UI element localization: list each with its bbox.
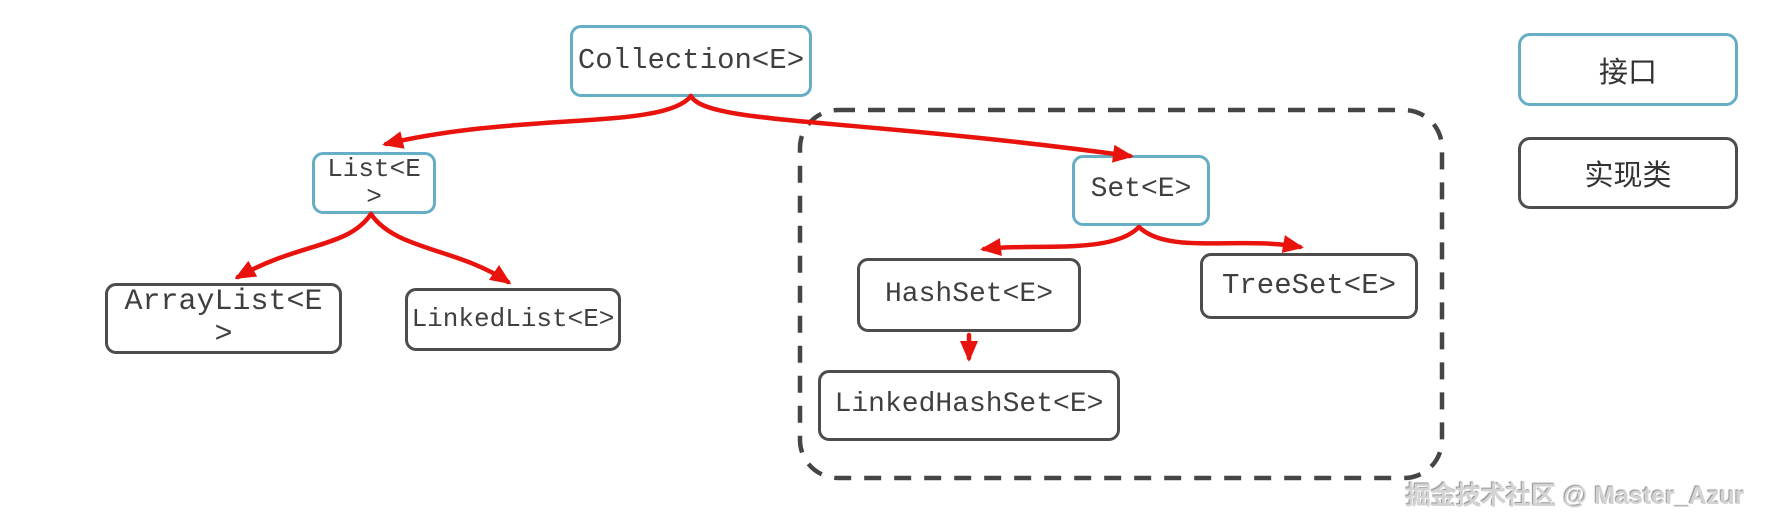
node-arraylist-label: ArrayList<E bbox=[124, 285, 323, 320]
node-set-label: Set<E> bbox=[1090, 174, 1192, 206]
node-hashset: HashSet<E> bbox=[857, 258, 1081, 332]
legend-interface-label: 接口 bbox=[1598, 56, 1657, 89]
edge-list-to-arraylist bbox=[234, 211, 374, 280]
edge-list-to-linkedlist bbox=[368, 211, 512, 285]
edge-collection-to-list bbox=[382, 93, 694, 149]
node-list-label-line2: > bbox=[366, 182, 382, 212]
arrow-group bbox=[234, 93, 1304, 362]
edge-collection-to-set bbox=[688, 93, 1134, 163]
node-treeset-label: TreeSet<E> bbox=[1221, 269, 1397, 303]
edge-set-to-treeset bbox=[1136, 224, 1304, 253]
node-arraylist: ArrayList<E > bbox=[105, 283, 342, 354]
node-list: List<E > bbox=[312, 152, 436, 214]
node-hashset-label: HashSet<E> bbox=[884, 278, 1054, 310]
node-list-label: List<E bbox=[327, 153, 421, 184]
node-arraylist-label-line2: > bbox=[214, 317, 233, 352]
legend-implementation: 实现类 bbox=[1518, 137, 1738, 209]
legend-interface: 接口 bbox=[1518, 33, 1738, 106]
node-collection-label: Collection<E> bbox=[577, 44, 805, 78]
watermark: 掘金技术社区 @ Master_Azur bbox=[1406, 482, 1745, 510]
node-linkedhashset: LinkedHashSet<E> bbox=[818, 370, 1120, 441]
node-treeset: TreeSet<E> bbox=[1200, 253, 1418, 319]
legend-implementation-label: 实现类 bbox=[1584, 160, 1672, 192]
node-linkedlist-label: LinkedList<E> bbox=[411, 304, 615, 335]
node-set: Set<E> bbox=[1072, 155, 1210, 226]
node-linkedlist: LinkedList<E> bbox=[405, 288, 621, 351]
edge-set-to-hashset bbox=[980, 224, 1142, 256]
node-collection: Collection<E> bbox=[570, 25, 812, 97]
node-linkedhashset-label: LinkedHashSet<E> bbox=[834, 389, 1104, 421]
